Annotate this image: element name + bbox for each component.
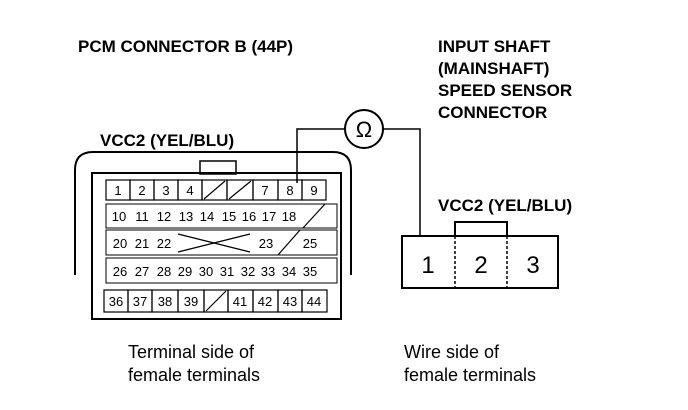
pcm-pin-number: 31 [220,264,234,279]
pcm-row-2-frame [105,203,338,229]
pcm-blank-slash [228,180,252,200]
pcm-pin-number: 18 [282,209,296,224]
pcm-pin-number: 9 [310,183,317,198]
pcm-pin-number: 1 [114,183,121,198]
pcm-pin-number: 34 [282,264,296,279]
sensor-title-line-4: CONNECTOR [438,103,547,122]
pcm-row-4-frame [105,257,338,284]
pcm-blank-slash [205,290,227,312]
ohmmeter-icon [344,109,384,149]
pcm-pin-number: 21 [135,236,149,251]
pcm-pin-number: 35 [303,264,317,279]
pcm-pin-number: 23 [259,236,273,251]
pcm-connector-title: PCM CONNECTOR B (44P) [78,37,293,56]
pcm-pin-number: 12 [157,209,171,224]
pcm-pin-number: 44 [307,294,321,309]
right-caption-line-2: female terminals [404,365,536,385]
sensor-pin-number: 1 [421,252,434,279]
pcm-blank-cross [177,233,251,253]
pcm-wire-label: VCC2 (YEL/BLU) [100,131,234,150]
pcm-pin-number: 27 [135,264,149,279]
pcm-pin-number: 22 [157,236,171,251]
sensor-title-line-3: SPEED SENSOR [438,81,572,100]
right-caption-line-1: Wire side of [404,342,500,362]
pcm-pin-number: 36 [109,294,123,309]
sensor-wire-label: VCC2 (YEL/BLU) [438,196,572,215]
pcm-pin-number: 11 [135,209,149,224]
pcm-connector: 1 2 3 4 7 8 9 10 11 12 13 14 15 16 17 18… [74,151,352,320]
sensor-pin-number: 3 [526,252,539,279]
pcm-row-3-frame [105,229,338,256]
pcm-blank-slash [203,180,226,200]
pcm-pin-number: 15 [222,209,236,224]
pcm-pin-number: 13 [179,209,193,224]
sensor-title-line-1: INPUT SHAFT [438,37,551,56]
sensor-connector: 1 2 3 [401,221,559,289]
pcm-pin-number: 10 [112,209,126,224]
pcm-pin-number: 3 [162,183,169,198]
pcm-pin-number: 26 [113,264,127,279]
pcm-pin-number: 42 [258,294,272,309]
pcm-pin-number: 16 [242,209,256,224]
probe-wire-left [296,128,344,183]
pcm-pin-number: 33 [261,264,275,279]
pcm-pin-number: 8 [286,183,293,198]
left-caption-line-2: female terminals [128,365,260,385]
pcm-pin-number: 32 [241,264,255,279]
pcm-housing-outline [74,151,352,275]
ohm-symbol: Ω [356,117,372,142]
pcm-pin-number: 43 [283,294,297,309]
pcm-pin-number: 39 [184,294,198,309]
pcm-pin-number: 25 [303,236,317,251]
pcm-pin-number: 41 [233,294,247,309]
pcm-pin-number: 29 [178,264,192,279]
pcm-pin-number: 38 [158,294,172,309]
pcm-pin-number: 37 [133,294,147,309]
sensor-title-line-2: (MAINSHAFT) [438,59,549,78]
pcm-pin-cell [301,289,328,313]
pcm-pin-number: 17 [262,209,276,224]
pcm-pin-number: 14 [200,209,214,224]
left-caption-line-1: Terminal side of [128,342,255,362]
pcm-pin-number: 7 [261,183,268,198]
pcm-pin-number: 28 [157,264,171,279]
pcm-pin-number: 20 [113,236,127,251]
pcm-pin-number: 30 [199,264,213,279]
probe-wire-right [384,128,421,236]
sensor-pin-number: 2 [474,252,487,279]
pcm-pin-number: 4 [186,183,193,198]
sensor-latch [454,221,508,237]
pcm-blank-slash [302,203,326,229]
pcm-pin-cell [301,179,327,201]
pcm-pin-number: 2 [138,183,145,198]
pcm-blank-slash [277,229,301,256]
